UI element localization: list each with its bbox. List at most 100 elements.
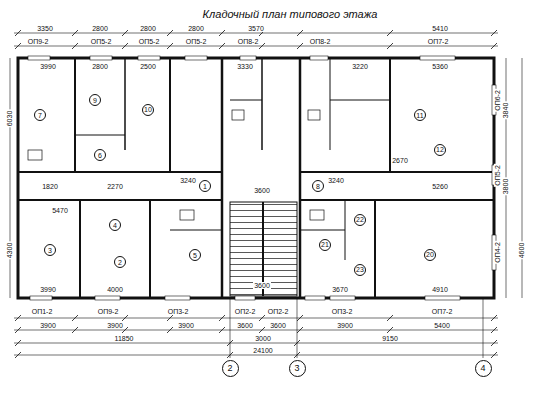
room-number: 4 [109, 219, 121, 231]
window-mark: ОП9-2 [27, 38, 50, 45]
window-mark: ОП3-2 [167, 308, 190, 315]
room-number: 3 [44, 244, 56, 256]
node-text: 3 [48, 247, 52, 254]
dimension: 2800 [139, 25, 157, 32]
window [95, 296, 120, 300]
dimension: 5410 [431, 25, 449, 32]
dimension: 6030 [6, 109, 13, 127]
node-text: 22 [356, 216, 364, 223]
dimension: 5470 [51, 207, 69, 214]
node-text: 5 [193, 252, 197, 259]
window-mark: ОП7-2 [431, 308, 454, 315]
grid-axis-marker: 4 [475, 360, 492, 377]
window-mark: ОП4-2 [494, 241, 501, 264]
room-number: 20 [424, 249, 437, 262]
dimension: 2800 [91, 63, 109, 70]
window [330, 296, 355, 300]
window [165, 296, 190, 300]
node-text: 2 [227, 364, 232, 373]
node-text: 11 [416, 112, 423, 119]
room-number: 10 [142, 104, 155, 117]
staircase [230, 202, 297, 296]
room-number: 7 [34, 109, 46, 121]
node-text: 6 [98, 152, 102, 159]
node-text: 20 [426, 251, 434, 258]
dimension: 11850 [114, 335, 135, 342]
room-number: 8 [312, 180, 324, 192]
dimension: 1820 [41, 183, 59, 190]
window-mark: ОП5-2 [90, 38, 113, 45]
dimension: 3670 [331, 286, 349, 293]
dimension: 3990 [39, 286, 57, 293]
window-mark: ОП3-2 [331, 308, 354, 315]
room-number: 21 [319, 239, 332, 252]
dimension: 24100 [252, 347, 273, 354]
dimension: 2670 [391, 157, 409, 164]
windows [28, 56, 496, 300]
room-number: 22 [354, 214, 367, 227]
window [90, 56, 112, 60]
room-number: 11 [414, 109, 426, 121]
window [138, 56, 160, 60]
room-number: 9 [89, 94, 101, 106]
dimension: 3220 [351, 63, 369, 70]
window-mark: ОП9-2 [97, 308, 120, 315]
dimension: 3800 [502, 177, 509, 195]
dimension: 2500 [139, 63, 157, 70]
plan-title: Кладочный план типового этажа [203, 8, 378, 20]
node-text: 7 [38, 112, 42, 119]
dimension: 3900 [336, 322, 354, 329]
dimension: 3570 [247, 25, 265, 32]
window-mark: ОП2-2 [267, 308, 290, 315]
dimension: 3840 [502, 101, 509, 119]
node-text: 12 [436, 146, 444, 153]
dimension: 3900 [39, 322, 57, 329]
room-number: 5 [189, 249, 201, 261]
dimension: 4000 [106, 286, 124, 293]
node-text: 9 [93, 97, 97, 104]
window [28, 56, 50, 60]
window-mark: ОП5-2 [494, 164, 501, 187]
dimension: 4300 [6, 241, 13, 259]
dimension: 3330 [236, 63, 254, 70]
dimension: 3240 [327, 177, 345, 184]
dimension: 3350 [36, 25, 54, 32]
window-mark: ОП8-2 [309, 38, 332, 45]
dimension: 3600 [236, 322, 254, 329]
dimension: 3600 [253, 187, 271, 194]
dimension: 2800 [187, 25, 205, 32]
window [185, 56, 207, 60]
dimension: 3000 [254, 335, 272, 342]
dimension-lines [10, 33, 522, 358]
dimension: 3240 [179, 177, 197, 184]
dimension: 5260 [431, 183, 449, 190]
window-mark: ОП2-2 [234, 308, 257, 315]
walls [18, 58, 494, 298]
window [240, 56, 256, 60]
window-mark: ОП6-2 [494, 89, 501, 112]
window [235, 296, 255, 300]
grid-axis-marker: 3 [289, 360, 306, 377]
dimension: 4600 [518, 241, 525, 259]
window-mark: ОП5-2 [185, 38, 208, 45]
dimension: 5360 [431, 63, 449, 70]
room-number: 6 [94, 149, 106, 161]
dimension: 9150 [381, 335, 399, 342]
dimension: 5400 [433, 322, 451, 329]
node-text: 4 [113, 222, 117, 229]
node-text: 23 [356, 266, 364, 273]
grid-axis-marker: 2 [222, 360, 239, 377]
window [425, 296, 460, 300]
room-number: 1 [199, 180, 211, 192]
dimension: 3900 [106, 322, 124, 329]
dimension: 4910 [431, 286, 449, 293]
window [305, 296, 325, 300]
node-text: 10 [144, 106, 152, 113]
dimension: 3990 [39, 63, 57, 70]
room-number: 23 [354, 264, 367, 277]
node-text: 1 [203, 183, 207, 190]
room-number: 2 [114, 256, 126, 268]
window-mark: ОП1-2 [31, 308, 54, 315]
dimension-ticks [15, 30, 497, 358]
